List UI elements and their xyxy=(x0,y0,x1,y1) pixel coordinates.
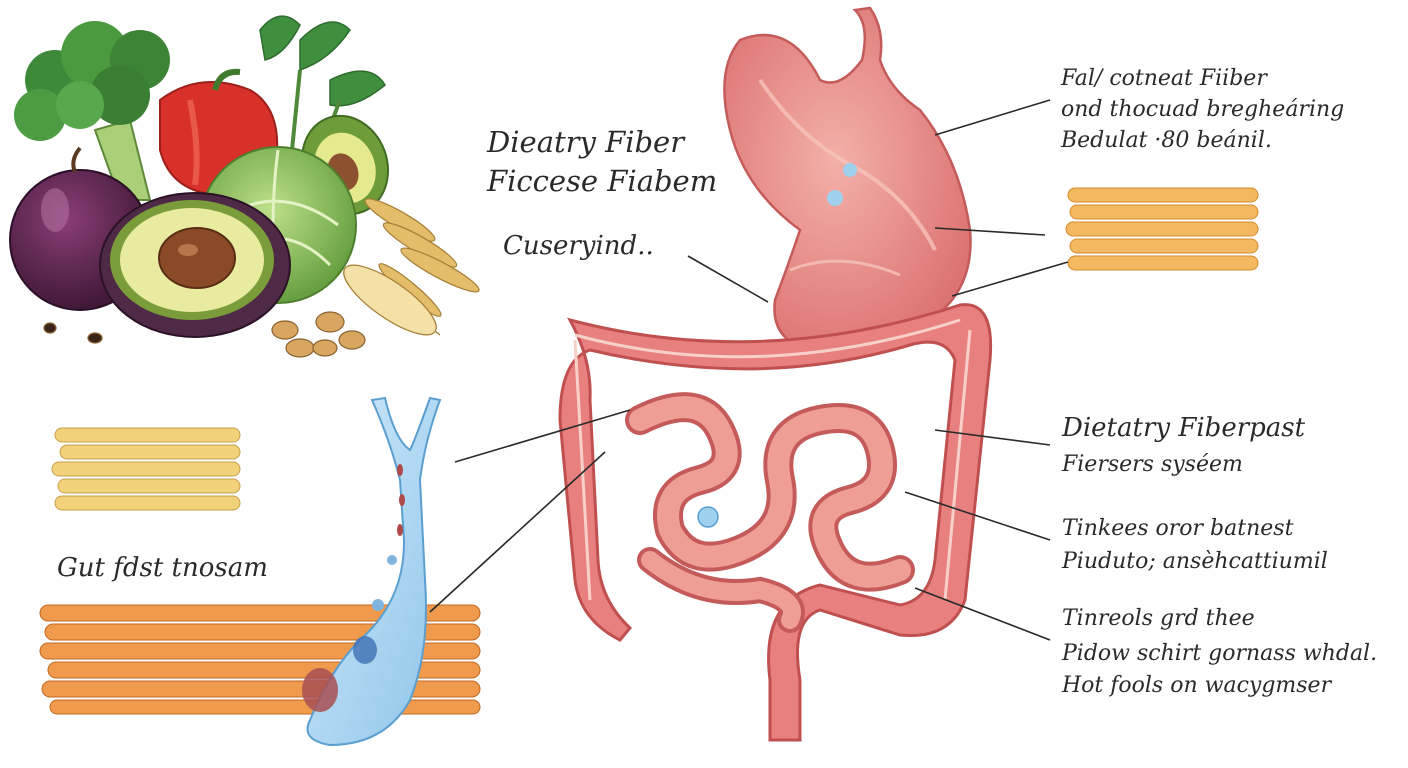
broccoli xyxy=(14,21,170,201)
bottom-right-label-line-1: Tinreols grd thee xyxy=(1062,606,1255,631)
callout-lines xyxy=(429,99,1069,641)
mid-right-label-line-1: Dietatry Fiberpast xyxy=(1062,413,1306,443)
lower-right-label-line-2: Piuduto; ansèhcattiumil xyxy=(1062,549,1328,574)
vegetables-cluster xyxy=(9,15,480,358)
top-right-label-line-2: ond thocuad bregheáring xyxy=(1061,97,1345,122)
top-right-label-line-3: Bedulat ·80 beánil. xyxy=(1061,128,1272,153)
stomach xyxy=(723,6,972,352)
title-line-1: Dieatry Fiber xyxy=(487,125,685,159)
small-intestine xyxy=(625,392,915,633)
lower-right-label-line-1: Tinkees oror batnest xyxy=(1062,516,1294,541)
bottom-right-label-line-3: Hot fools on wacygmser xyxy=(1062,673,1332,698)
beans xyxy=(43,311,366,358)
fiber-bundle-yellow-left xyxy=(51,427,241,511)
digestive-tract xyxy=(558,6,993,742)
gut-label: Gut fdst tnosam xyxy=(57,553,268,583)
top-right-label-line-1: Fal/ cotneat Fiiber xyxy=(1061,66,1267,91)
fiber-bundle-orange-top-right xyxy=(1065,187,1259,271)
water-absorption-tube xyxy=(302,396,442,747)
herb-leaves xyxy=(259,15,386,181)
bottom-right-label-line-2: Pidow schirt gornass whdal. xyxy=(1062,641,1378,666)
large-intestine xyxy=(558,303,993,742)
title-line-2: Ficcese Fiabem xyxy=(487,164,718,198)
mid-right-label-line-2: Fiersers syséem xyxy=(1062,452,1243,477)
water-droplet xyxy=(697,506,719,528)
avocado-front xyxy=(99,192,291,338)
callout-left-label: Cuseryind.. xyxy=(503,231,654,261)
wheat-grains xyxy=(343,198,480,336)
